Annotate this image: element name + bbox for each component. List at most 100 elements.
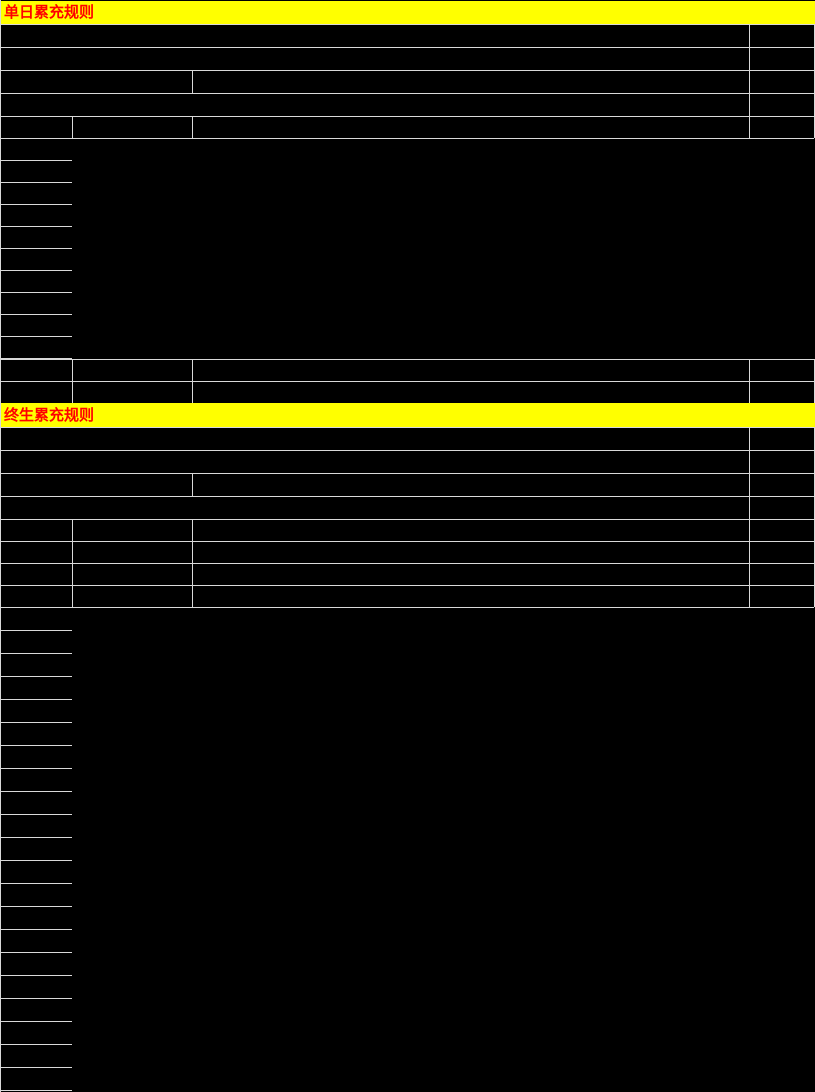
table-cell[interactable] [193,71,749,93]
row-divider [0,24,814,25]
table-cell[interactable] [750,520,814,541]
row-divider [0,427,814,428]
table-cell[interactable] [1,586,72,607]
left-column-divider [0,358,72,359]
table-cell[interactable] [193,564,749,585]
left-column-divider [0,630,72,631]
left-column-divider [0,906,72,907]
column-divider [749,70,750,93]
row-divider [0,607,814,608]
table-cell[interactable] [1,520,72,541]
column-divider [72,585,73,607]
column-divider [72,381,73,403]
left-column-divider [0,1067,72,1068]
column-divider [749,359,750,381]
column-divider [72,519,73,541]
table-cell[interactable] [750,94,814,116]
table-cell[interactable] [750,451,814,473]
table-cell[interactable] [1,428,749,450]
table-cell[interactable] [750,25,814,47]
table-cell[interactable] [1,451,749,473]
table-cell[interactable] [750,428,814,450]
left-column-divider [0,768,72,769]
table-cell[interactable] [193,586,749,607]
left-column-divider [0,1021,72,1022]
section-header: 终生累充规则 [1,403,815,427]
left-column-divider [0,160,72,161]
table-cell[interactable] [750,382,814,403]
table-cell[interactable] [73,520,192,541]
left-column-divider [0,860,72,861]
table-cell[interactable] [73,360,192,381]
table-cell[interactable] [1,474,192,496]
table-cell[interactable] [73,564,192,585]
row-divider [0,496,814,497]
left-column-divider [0,607,72,608]
left-column-divider [0,270,72,271]
left-column-divider [0,929,72,930]
table-cell[interactable] [750,542,814,563]
table-cell[interactable] [1,117,72,138]
table-cell[interactable] [193,520,749,541]
row-divider [0,359,814,360]
table-cell[interactable] [193,542,749,563]
table-cell[interactable] [193,117,749,138]
left-column-divider [0,722,72,723]
column-divider [72,541,73,563]
column-divider [749,427,750,450]
left-column-divider [0,791,72,792]
left-column-divider [0,248,72,249]
row-divider [0,381,814,382]
table-cell[interactable] [750,48,814,70]
table-cell[interactable] [73,586,192,607]
table-cell[interactable] [1,48,749,70]
left-column-divider [0,952,72,953]
column-divider [72,116,73,138]
table-cell[interactable] [1,564,72,585]
table-cell[interactable] [1,25,749,47]
left-column-divider [0,699,72,700]
table-cell[interactable] [73,117,192,138]
column-divider [192,563,193,585]
column-divider [72,359,73,381]
table-cell[interactable] [750,497,814,519]
left-column-divider [0,204,72,205]
column-divider [192,116,193,138]
left-column-divider [0,676,72,677]
column-divider [749,47,750,70]
left-column-divider [0,975,72,976]
table-cell[interactable] [1,382,72,403]
left-column-divider [0,1044,72,1045]
row-divider [0,519,814,520]
left-column-divider [0,837,72,838]
table-cell[interactable] [750,564,814,585]
column-divider [749,563,750,585]
table-cell[interactable] [1,497,749,519]
table-cell[interactable] [73,542,192,563]
column-divider [192,541,193,563]
table-cell[interactable] [1,542,72,563]
table-cell[interactable] [193,382,749,403]
column-divider [192,381,193,403]
row-divider [0,450,814,451]
grid-border-left [0,0,1,1092]
section-header: 单日累充规则 [1,1,815,24]
row-divider [0,563,814,564]
table-cell[interactable] [750,586,814,607]
table-cell[interactable] [750,71,814,93]
table-cell[interactable] [750,474,814,496]
left-column-divider [0,336,72,337]
table-cell[interactable] [193,474,749,496]
left-column-divider [0,745,72,746]
row-divider [0,116,814,117]
left-column-divider [0,138,72,139]
table-cell[interactable] [1,94,749,116]
table-cell[interactable] [750,360,814,381]
left-column-divider [0,883,72,884]
table-cell[interactable] [1,360,72,381]
row-divider [0,585,814,586]
table-cell[interactable] [750,117,814,138]
table-cell[interactable] [193,360,749,381]
table-cell[interactable] [73,382,192,403]
table-cell[interactable] [1,71,192,93]
